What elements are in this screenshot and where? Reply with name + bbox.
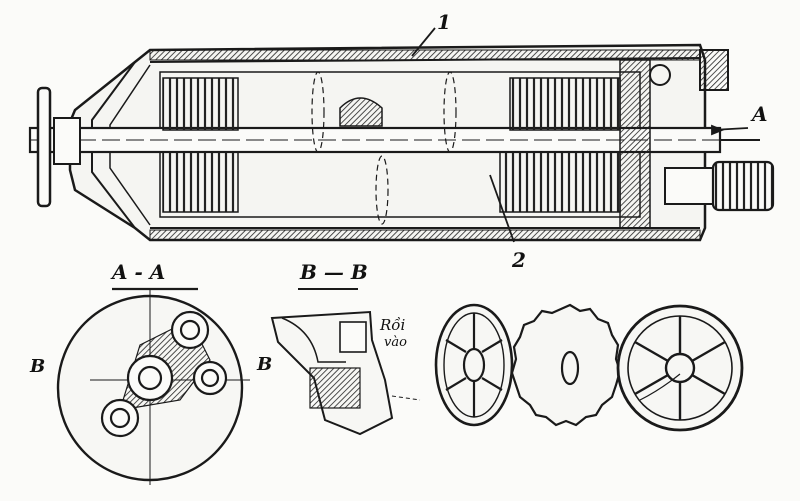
filter-disc-oval: [434, 303, 514, 427]
section-bb-title: B — B: [300, 260, 368, 284]
section-marker-b-right: B: [257, 354, 273, 375]
main-filter-assembly: [28, 43, 775, 242]
leader-lines: [411, 27, 749, 243]
handwritten-note-line1: Rồi: [380, 316, 406, 334]
handwritten-note-line2: vào: [384, 335, 407, 350]
filter-disc-plain: [510, 303, 622, 427]
arrow-a-label: A: [752, 102, 768, 126]
part-1-label: 1: [437, 10, 451, 34]
section-aa-title: A - A: [112, 260, 166, 284]
filter-disc-wheel: [616, 304, 744, 432]
part-2-label: 2: [512, 248, 526, 272]
section-aa-view: [56, 287, 250, 485]
section-marker-b-left: B: [30, 356, 46, 377]
section-bb-view: [270, 288, 421, 436]
